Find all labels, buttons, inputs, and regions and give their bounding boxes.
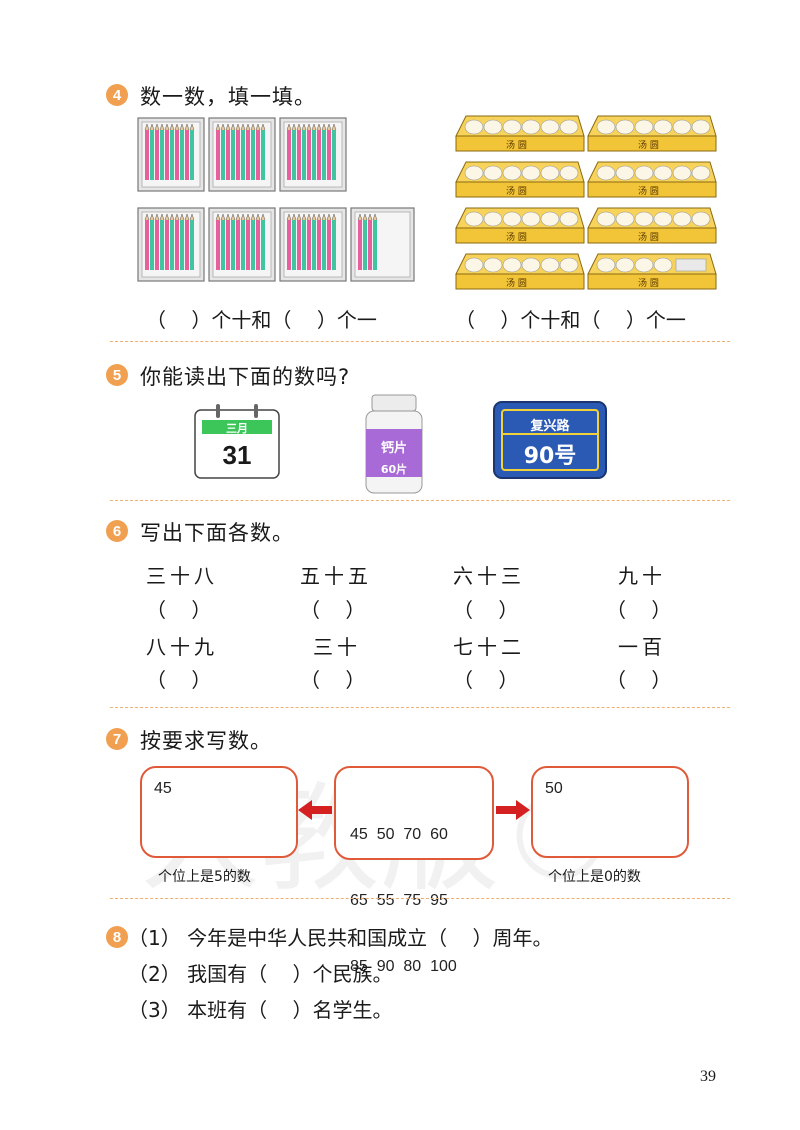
tray-label: 汤 圆 (506, 141, 527, 151)
bottle-count: 60片 (380, 463, 408, 476)
question-number-6: 6 (106, 520, 128, 542)
source-numbers-box: 45 50 70 60 65 55 75 95 85 90 80 100 (334, 766, 494, 975)
section-divider (110, 707, 730, 708)
answer-blank-tangyuan[interactable]: （ ）个十和（ ）个一 (455, 308, 686, 332)
calendar-month: 三月 (226, 422, 248, 435)
question-number-4: 4 (106, 84, 128, 106)
arrow-right-icon (496, 800, 530, 820)
answer-blank[interactable]: （ ） (606, 668, 672, 692)
answer-blank[interactable]: （ ） (606, 598, 672, 622)
answer-blank[interactable]: （ ） (300, 668, 366, 692)
page-number: 39 (700, 1068, 716, 1085)
answer-box-ending-5[interactable]: 45 (140, 766, 298, 858)
right-box-caption: 个位上是0的数 (548, 869, 641, 885)
number-word-7: 七十二 (453, 635, 525, 659)
question-title-6: 写出下面各数。 (140, 521, 294, 545)
answer-blank[interactable]: （ ） (146, 598, 212, 622)
section-divider (110, 500, 730, 501)
answer-box-value: 45 (154, 780, 172, 797)
answer-blank[interactable]: （ ） (453, 598, 519, 622)
question-title-4: 数一数，填一填。 (140, 85, 316, 109)
street-sign-image: 复兴路 90号 (493, 401, 607, 479)
left-box-caption: 个位上是5的数 (158, 869, 251, 885)
number-word-2: 五十五 (300, 564, 372, 588)
tray-label: 汤 圆 (506, 187, 527, 197)
sign-number: 90号 (523, 444, 577, 469)
question-title-5: 你能读出下面的数吗? (140, 365, 351, 389)
number-word-4: 九十 (618, 564, 666, 588)
tray-label: 汤 圆 (506, 233, 527, 243)
answer-blank[interactable]: （ ） (453, 668, 519, 692)
sub-question-3: （3） 本班有（ ）名学生。 (128, 998, 393, 1022)
calcium-bottle-image: 钙片 60片 (364, 394, 424, 495)
calendar-image: 三月 31 (194, 404, 280, 480)
calendar-day: 31 (222, 440, 252, 470)
section-divider (110, 341, 730, 342)
number-word-5: 八十九 (146, 635, 218, 659)
sub-question-2: （2） 我国有（ ）个民族。 (128, 962, 393, 986)
sign-street: 复兴路 (530, 419, 570, 434)
answer-box-value: 50 (545, 780, 563, 797)
number-word-6: 三十 (313, 635, 361, 659)
source-numbers-row: 45 50 70 60 (350, 826, 448, 843)
number-word-8: 一百 (618, 635, 666, 659)
sub-question-1: （1） 今年是中华人民共和国成立（ ）周年。 (128, 926, 553, 950)
question-number-7: 7 (106, 728, 128, 750)
source-numbers-row: 85 90 80 100 (350, 958, 457, 975)
answer-blank-pencils[interactable]: （ ）个十和（ ）个一 (146, 308, 377, 332)
number-word-1: 三十八 (146, 564, 218, 588)
tray-label: 汤 圆 (638, 141, 659, 151)
source-numbers-row: 65 55 75 95 (350, 892, 448, 909)
number-word-3: 六十三 (453, 564, 525, 588)
question-number-8: 8 (106, 926, 128, 948)
section-divider (110, 898, 730, 899)
answer-blank[interactable]: （ ） (300, 598, 366, 622)
tray-label: 汤 圆 (638, 233, 659, 243)
tray-label: 汤 圆 (638, 187, 659, 197)
question-title-7: 按要求写数。 (140, 729, 272, 753)
pencil-boxes-illustration (137, 117, 415, 282)
answer-blank[interactable]: （ ） (146, 668, 212, 692)
question-number-5: 5 (106, 364, 128, 386)
tangyuan-trays-illustration (455, 115, 717, 290)
answer-box-ending-0[interactable]: 50 (531, 766, 689, 858)
bottle-label: 钙片 (380, 441, 407, 456)
tray-label: 汤 圆 (506, 279, 527, 289)
tray-label: 汤 圆 (638, 279, 659, 289)
arrow-left-icon (298, 800, 332, 820)
